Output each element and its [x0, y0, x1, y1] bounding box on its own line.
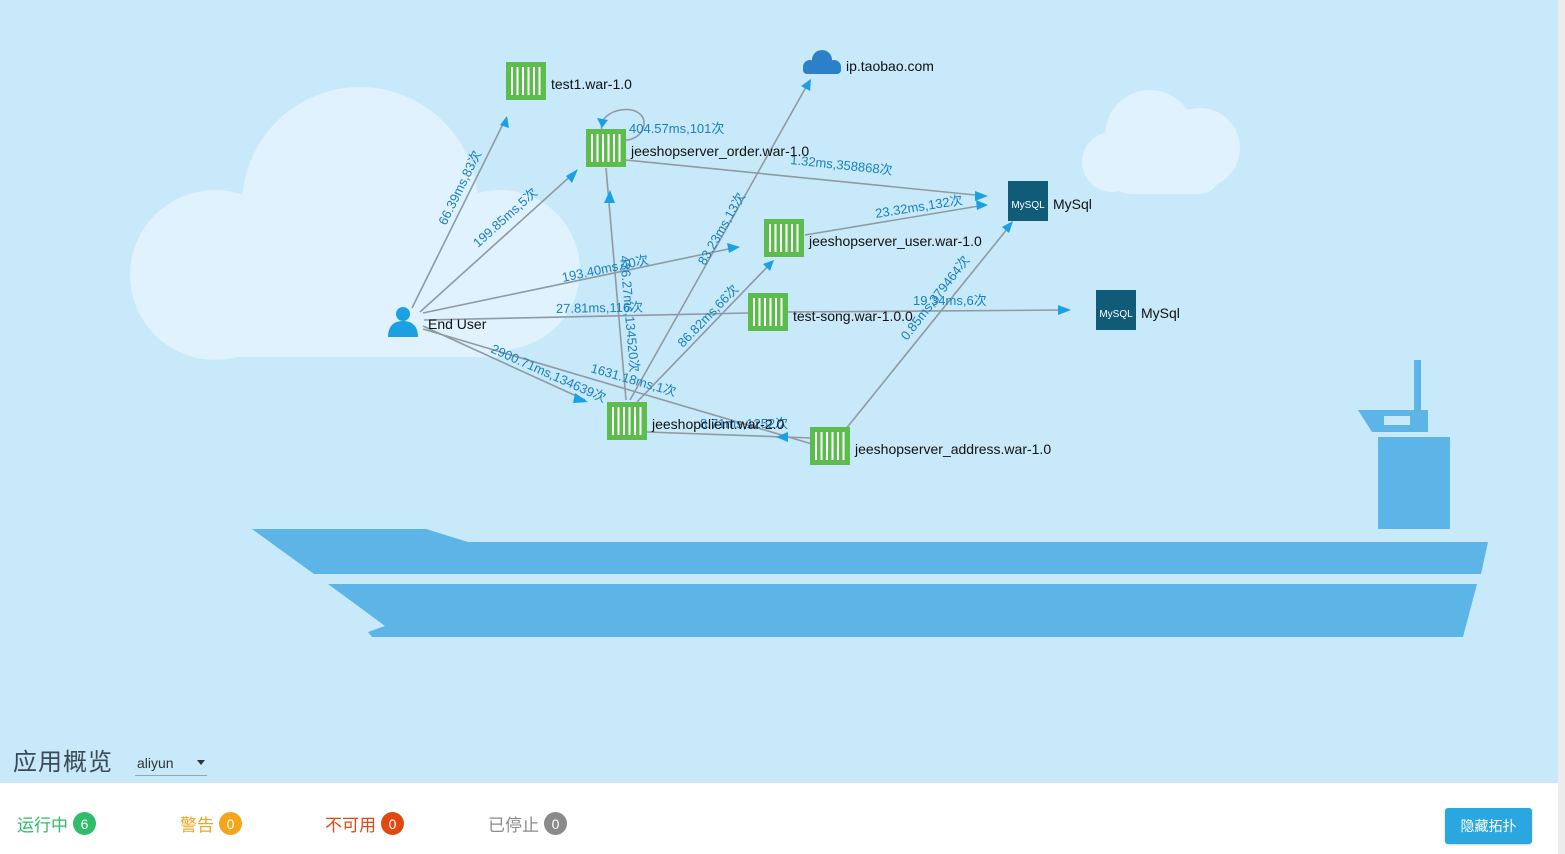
edges: [411, 79, 1069, 445]
cloud-icon: [803, 50, 841, 74]
node-label: End User: [428, 316, 487, 332]
node-label: MySql: [1053, 196, 1092, 212]
status-count-badge: 6: [73, 812, 96, 835]
hide-topology-button[interactable]: 隐藏拓扑: [1445, 808, 1532, 844]
status-count-badge: 0: [219, 812, 242, 835]
page-title: 应用概览: [13, 748, 113, 776]
status-label: 不可用: [325, 816, 376, 835]
vertical-scrollbar[interactable]: [1558, 0, 1565, 854]
status-unavailable[interactable]: 不可用 0: [325, 811, 404, 836]
status-running[interactable]: 运行中 6: [17, 811, 96, 836]
edge-label: 83.23ms,13次: [695, 190, 748, 268]
mysql-node-1[interactable]: MySQL MySql: [1008, 181, 1092, 221]
node-label: jeeshopserver_user.war-1.0: [808, 233, 982, 249]
edge-label: 8.71ms,1252次: [700, 416, 788, 431]
song-node[interactable]: [748, 293, 788, 331]
background-cloud-right: [1082, 90, 1240, 194]
node-label: test-song.war-1.0.0: [793, 308, 913, 324]
edge-label: 19.34ms,6次: [913, 293, 987, 308]
topology-canvas[interactable]: 66.39ms,83次 199.85ms,5次 404.57ms,101次 1.…: [0, 0, 1558, 783]
arrowheads: [500, 79, 1071, 442]
status-count-badge: 0: [381, 812, 404, 835]
node-label: jeeshopserver_address.war-1.0: [854, 441, 1051, 457]
client-node[interactable]: [607, 402, 647, 440]
container-icon: [810, 427, 850, 465]
edge-label: 86.82ms,66次: [674, 281, 741, 350]
svg-text:MySQL: MySQL: [1099, 309, 1133, 320]
region-select[interactable]: aliyun: [135, 750, 207, 776]
region-select-value: aliyun: [137, 754, 174, 771]
container-icon: [586, 129, 626, 167]
status-stopped[interactable]: 已停止 0: [488, 811, 567, 836]
address-node[interactable]: [810, 427, 850, 465]
caret-down-icon: [197, 760, 205, 765]
node-label: jeeshopserver_order.war-1.0: [630, 143, 809, 159]
status-warning[interactable]: 警告 0: [180, 811, 242, 836]
mysql-icon: MySQL: [1096, 290, 1136, 330]
user-icon: [388, 307, 418, 337]
edge-label: 27.81ms,116次: [556, 299, 643, 316]
mysql-node-2[interactable]: MySQL MySql: [1096, 290, 1180, 330]
svg-text:MySQL: MySQL: [1011, 200, 1045, 211]
container-icon: [607, 402, 647, 440]
status-label: 运行中: [17, 816, 68, 835]
node-label: MySql: [1141, 305, 1180, 321]
mysql-icon: MySQL: [1008, 181, 1048, 221]
edge-label: 404.57ms,101次: [629, 121, 724, 136]
container-icon: [506, 62, 546, 100]
taobao-node[interactable]: ip.taobao.com: [803, 50, 934, 74]
container-nodes: [506, 62, 850, 465]
end-user-node[interactable]: End User: [388, 307, 487, 337]
topology-graph: 66.39ms,83次 199.85ms,5次 404.57ms,101次 1.…: [130, 50, 1488, 637]
background-cloud-left: [130, 87, 580, 360]
node-label: ip.taobao.com: [846, 58, 934, 74]
status-count-badge: 0: [544, 812, 567, 835]
status-bar: 运行中 6 警告 0 不可用 0 已停止 0 隐藏拓扑: [0, 783, 1558, 854]
user-node[interactable]: [764, 219, 804, 257]
status-label: 警告: [180, 816, 214, 835]
container-icon: [764, 219, 804, 257]
container-ship: [252, 360, 1488, 637]
node-label: test1.war-1.0: [551, 76, 632, 92]
container-icon: [748, 293, 788, 331]
test1-node[interactable]: [506, 62, 546, 100]
node-label: jeeshopclient.war-2.0: [651, 416, 785, 432]
order-node[interactable]: [586, 129, 626, 167]
status-label: 已停止: [488, 816, 539, 835]
overview-header: 应用概览 aliyun: [13, 741, 207, 777]
